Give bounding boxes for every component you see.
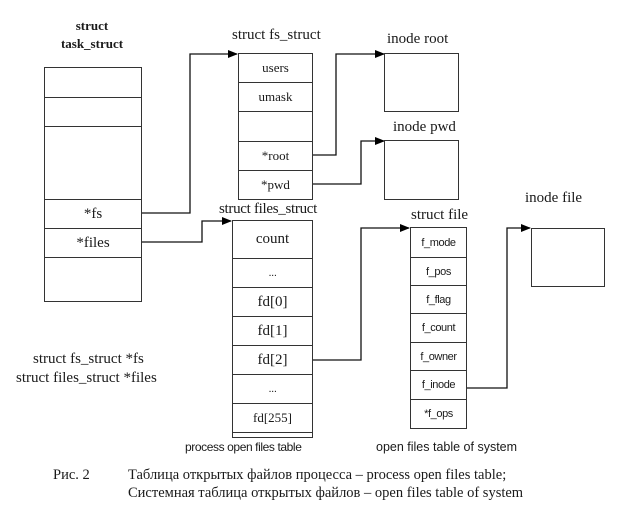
struct-file-row-f-mode: f_mode — [411, 228, 466, 258]
inode-root-box — [384, 53, 459, 112]
files-struct-row-fd0: fd[0] — [233, 288, 312, 317]
struct-file-box: f_mode f_pos f_flag f_count f_owner f_in… — [410, 227, 467, 429]
task-struct-row — [45, 98, 141, 127]
inode-file-box — [531, 228, 605, 287]
arrow-fd2-to-struct-file — [312, 224, 410, 361]
task-struct-row — [45, 127, 141, 200]
fs-struct-row-empty — [239, 112, 312, 142]
caption-line2: Системная таблица открытых файлов – open… — [128, 485, 524, 501]
files-struct-row-ellipsis: ... — [233, 375, 312, 404]
struct-file-row-f-inode: f_inode — [411, 371, 466, 400]
files-struct-title: struct files_struct — [219, 201, 318, 217]
files-struct-row-fd2: fd[2] — [233, 346, 312, 375]
fs-struct-row-umask: umask — [239, 83, 312, 112]
fs-struct-title: struct fs_struct — [232, 27, 321, 43]
task-struct-row — [45, 68, 141, 98]
struct-file-row-f-flag: f_flag — [411, 286, 466, 314]
task-struct-row — [45, 258, 141, 301]
inode-root-title: inode root — [387, 31, 449, 47]
arrow-files-to-files-struct — [141, 217, 232, 243]
arrow-pwd-to-inode-pwd — [312, 137, 385, 185]
struct-file-row-f-ops: *f_ops — [424, 408, 453, 420]
fs-struct-box: users umask *root *pwd — [238, 53, 313, 200]
inode-pwd-box — [384, 140, 459, 200]
fs-struct-row-root: *root — [239, 142, 312, 171]
arrow-root-to-inode-root — [312, 50, 385, 156]
files-struct-row-bottom — [233, 433, 312, 437]
struct-file-row-f-owner: f_owner — [411, 343, 466, 371]
process-open-files-table-label: process open files table — [185, 440, 302, 454]
files-struct-row-fd255: fd[255] — [233, 404, 312, 433]
struct-file-row-f-count: f_count — [411, 314, 466, 343]
task-struct-title: struct task_struct — [60, 17, 124, 52]
struct-file-title: struct file — [411, 207, 469, 223]
task-struct-row-files: *files — [45, 229, 141, 258]
caption-line1: Таблица открытых файлов процесса – proce… — [128, 467, 507, 483]
arrow-fs-to-fs-struct — [141, 50, 238, 214]
inode-pwd-title: inode pwd — [393, 119, 456, 135]
open-files-table-of-system-label: open files table of system — [376, 440, 518, 454]
task-struct-title-line2: task_struct — [60, 35, 124, 51]
arrow-finode-to-inode-file — [466, 224, 531, 389]
task-struct-box: *fs *files — [44, 67, 142, 302]
files-struct-row-count: count — [233, 221, 312, 259]
files-struct-row-fd1: fd[1] — [233, 317, 312, 346]
inode-file-title: inode file — [525, 190, 583, 206]
files-struct-row-ellipsis: ... — [233, 259, 312, 288]
files-struct-box: count ... fd[0] fd[1] fd[2] ... fd[255] — [232, 220, 313, 438]
fs-struct-row-pwd: *pwd — [261, 177, 290, 192]
task-struct-row-fs: *fs — [45, 200, 141, 229]
declaration-files: struct files_struct *files — [16, 370, 157, 386]
declaration-fs: struct fs_struct *fs — [33, 351, 144, 367]
figure-label: Рис. 2 — [53, 467, 90, 483]
fs-struct-row-users: users — [239, 54, 312, 83]
task-struct-title-line1: struct — [75, 18, 109, 33]
struct-file-row-f-pos: f_pos — [411, 258, 466, 286]
